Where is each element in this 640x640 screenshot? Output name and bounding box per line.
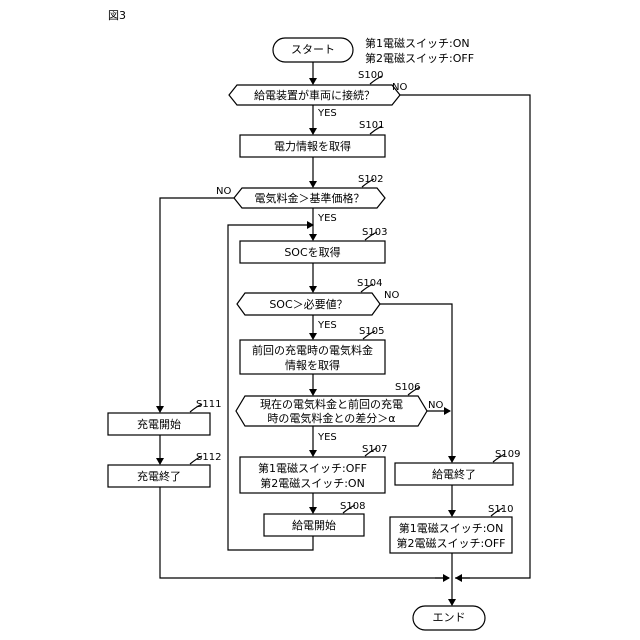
s109-text: 給電終了 [395, 467, 513, 482]
s102-yes-label: YES [318, 211, 337, 226]
s104-no-label: NO [384, 288, 399, 303]
s106-id: S106 [395, 380, 420, 395]
initial-state-line-2: 第2電磁スイッチ:OFF [365, 51, 474, 66]
s106-text-line-2: 時の電気料金との差分＞α [236, 411, 427, 426]
s111-id: S111 [196, 397, 221, 412]
start-label: スタート [273, 42, 353, 57]
s110-text-line-1: 第1電磁スイッチ:ON [390, 521, 512, 536]
s105-id: S105 [359, 324, 384, 339]
figure-label: 図3 [108, 8, 126, 23]
s112-id: S112 [196, 450, 221, 465]
s100-id: S100 [358, 68, 383, 83]
s108-text: 給電開始 [264, 518, 364, 533]
initial-state-line-1: 第1電磁スイッチ:ON [365, 36, 470, 51]
s104-id: S104 [357, 276, 382, 291]
s106-yes-label: YES [318, 430, 337, 445]
s111-text: 充電開始 [108, 417, 210, 432]
s106-no-label: NO [428, 398, 443, 413]
s104-text: SOC＞必要値？ [237, 297, 380, 312]
s110-id: S110 [488, 502, 513, 517]
s100-text: 給電装置が車両に接続？ [229, 88, 400, 103]
s100-yes-label: YES [318, 106, 337, 121]
s105-text-line-2: 情報を取得 [240, 358, 385, 373]
s102-no-label: NO [216, 184, 231, 199]
s101-text: 電力情報を取得 [240, 139, 385, 154]
s107-id: S107 [362, 442, 387, 457]
s109-id: S109 [495, 447, 520, 462]
s107-text-line-1: 第1電磁スイッチ:OFF [240, 461, 385, 476]
s110-text-line-2: 第2電磁スイッチ:OFF [390, 536, 512, 551]
s112-text: 充電終了 [108, 469, 210, 484]
s102-id: S102 [358, 172, 383, 187]
s100-no-label: NO [392, 80, 407, 95]
s108-id: S108 [340, 499, 365, 514]
end-label: エンド [413, 610, 485, 625]
s102-text: 電気料金＞基準価格？ [234, 191, 385, 206]
s104-yes-label: YES [318, 318, 337, 333]
s107-text-line-2: 第2電磁スイッチ:ON [240, 476, 385, 491]
s103-text: SOCを取得 [240, 245, 385, 260]
s103-id: S103 [362, 225, 387, 240]
s106-text-line-1: 現在の電気料金と前回の充電 [236, 397, 427, 412]
s101-id: S101 [359, 118, 384, 133]
s105-text-line-1: 前回の充電時の電気料金 [240, 343, 385, 358]
